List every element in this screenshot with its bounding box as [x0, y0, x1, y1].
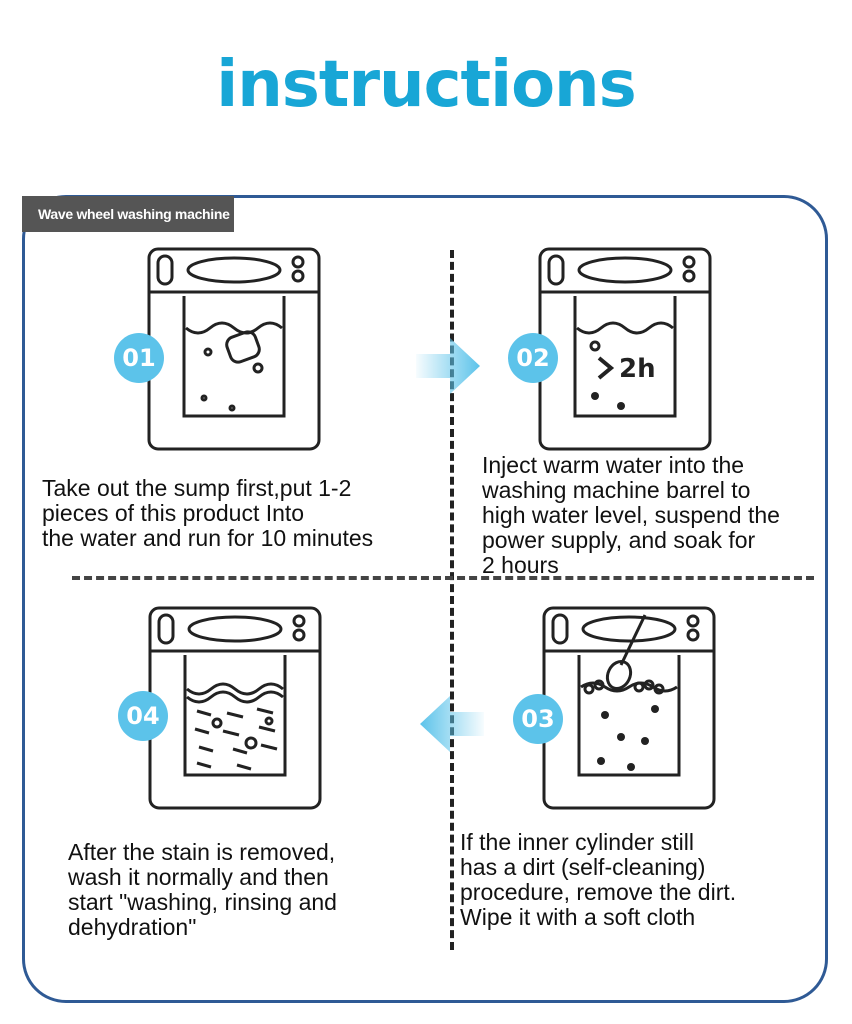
instructions-frame — [22, 195, 828, 1003]
arrow-left-icon — [420, 696, 484, 752]
step-4-text: After the stain is removed, wash it norm… — [68, 839, 337, 940]
arrow-right-icon — [416, 338, 480, 394]
step-4-badge: 04 — [118, 691, 168, 741]
step-1-text: Take out the sump first,put 1-2 pieces o… — [42, 475, 374, 551]
step-3-badge: 03 — [513, 694, 563, 744]
step-2-text: Inject warm water into the washing machi… — [482, 452, 780, 578]
soak-time-label: 2h — [619, 354, 656, 384]
washing-machine-icon-step-1 — [147, 247, 321, 451]
washing-machine-icon-step-4 — [148, 606, 322, 810]
page-title: instructions — [216, 48, 636, 122]
vertical-divider — [450, 250, 454, 950]
machine-type-label: Wave wheel washing machine — [22, 196, 234, 232]
step-2-badge: 02 — [508, 333, 558, 383]
step-1-badge: 01 — [114, 333, 164, 383]
washing-machine-icon-step-2 — [538, 247, 712, 451]
step-3-text: If the inner cylinder still has a dirt (… — [460, 829, 737, 930]
horizontal-divider — [72, 576, 814, 580]
washing-machine-icon-step-3 — [542, 606, 716, 810]
